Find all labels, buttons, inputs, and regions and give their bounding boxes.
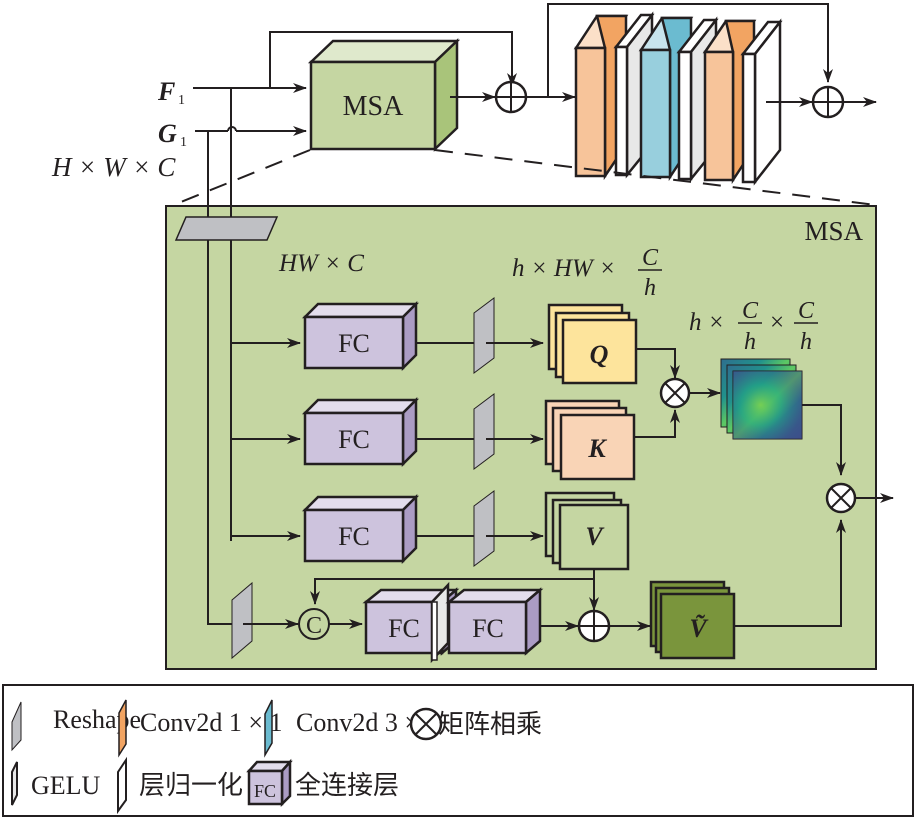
k-tensor-stack: K xyxy=(544,399,636,481)
ffn-skip-connection xyxy=(547,3,833,97)
v-tensor-stack: V xyxy=(544,491,630,571)
input-dims-label: H × W × C xyxy=(51,152,176,182)
svg-text:C: C xyxy=(306,613,322,639)
svg-text:Conv2d 1 × 1: Conv2d 1 × 1 xyxy=(140,708,283,737)
svg-text:h × HW ×: h × HW × xyxy=(512,255,616,282)
attn-dims-label: h × C h × C h xyxy=(689,298,818,355)
reshape-icon xyxy=(473,393,495,470)
reshape-icon xyxy=(473,297,495,374)
zoom-dashed-line-left xyxy=(165,149,311,209)
qkv-dims-label: h × HW × C h xyxy=(512,245,662,301)
svg-text:FC: FC xyxy=(338,425,370,454)
g1-trunk-line xyxy=(207,240,240,625)
svg-text:K: K xyxy=(587,434,607,463)
svg-text:V: V xyxy=(585,522,605,551)
add-icon xyxy=(811,85,845,119)
legend-item-gelu: GELU xyxy=(11,761,101,806)
svg-text:h ×: h × xyxy=(689,309,725,336)
fc-block-v: FC xyxy=(301,493,420,565)
add-icon xyxy=(577,609,611,643)
svg-text:FC: FC xyxy=(338,522,370,551)
legend-item-matmul: 矩阵相乘 xyxy=(409,707,542,741)
legend-item-fc: FC 全连接层 xyxy=(246,758,399,808)
svg-text:层归一化: 层归一化 xyxy=(139,771,243,801)
input-g1-label: G 1 xyxy=(158,119,187,150)
svg-text:MSA: MSA xyxy=(343,91,404,122)
fc-block-k: FC xyxy=(301,396,420,468)
matmul-icon xyxy=(825,482,857,514)
reshape-dims-label: HW × C xyxy=(278,250,364,277)
conv1x1-icon xyxy=(118,699,127,758)
reshape-icon xyxy=(473,490,495,567)
legend-item-conv1x1: Conv2d 1 × 1 xyxy=(118,699,283,758)
reshape-icon xyxy=(231,581,253,660)
svg-text:h: h xyxy=(644,275,656,301)
reshape-icon xyxy=(174,216,279,241)
reshape-icon xyxy=(11,701,22,752)
svg-text:1: 1 xyxy=(180,135,187,150)
svg-text:G: G xyxy=(158,119,177,148)
svg-text:Reshape: Reshape xyxy=(53,705,141,734)
msa-block: MSA xyxy=(307,38,461,152)
add-icon xyxy=(494,80,528,114)
zoom-dashed-line-right xyxy=(434,149,877,206)
msa-skip-connection xyxy=(269,31,517,88)
svg-text:GELU: GELU xyxy=(31,771,101,800)
svg-text:C: C xyxy=(742,298,759,324)
svg-text:矩阵相乘: 矩阵相乘 xyxy=(438,710,542,740)
vtilde-tensor-stack: Ṽ xyxy=(649,580,736,660)
svg-text:h: h xyxy=(744,329,756,355)
svg-text:1: 1 xyxy=(178,93,185,108)
legend-item-layernorm: 层归一化 xyxy=(117,756,243,815)
legend-box xyxy=(2,684,914,817)
msa-panel-title: MSA xyxy=(804,216,863,246)
layernorm-icon xyxy=(117,756,127,815)
v-to-concat xyxy=(310,569,595,605)
attn-to-matmul xyxy=(802,404,846,476)
matmul-icon xyxy=(409,707,443,741)
svg-text:FC: FC xyxy=(472,614,504,643)
gelu-icon xyxy=(11,761,18,806)
svg-text:×: × xyxy=(770,309,784,336)
fc-block-bottom-2: FC xyxy=(445,587,544,656)
svg-text:C: C xyxy=(642,245,659,271)
reshape-input-lines xyxy=(207,196,232,217)
svg-text:C: C xyxy=(798,298,815,324)
q-to-matmul xyxy=(636,348,680,379)
svg-text:h: h xyxy=(800,329,812,355)
attention-map-stack xyxy=(720,358,803,440)
svg-text:Ṽ: Ṽ xyxy=(689,614,709,643)
svg-text:F: F xyxy=(157,77,175,106)
input-f1-label: F 1 xyxy=(157,77,185,108)
fc-icon: FC xyxy=(246,758,293,808)
fc-block-q: FC xyxy=(301,300,420,372)
svg-text:FC: FC xyxy=(338,329,370,358)
vtilde-to-matmul xyxy=(734,519,846,627)
svg-text:Q: Q xyxy=(590,340,609,369)
svg-text:FC: FC xyxy=(254,781,276,801)
k-to-matmul xyxy=(634,409,680,438)
conv3x3-icon xyxy=(264,699,273,758)
svg-text:FC: FC xyxy=(388,614,420,643)
q-tensor-stack: Q xyxy=(547,303,638,385)
matmul-icon xyxy=(659,377,691,409)
svg-text:全连接层: 全连接层 xyxy=(295,771,399,801)
